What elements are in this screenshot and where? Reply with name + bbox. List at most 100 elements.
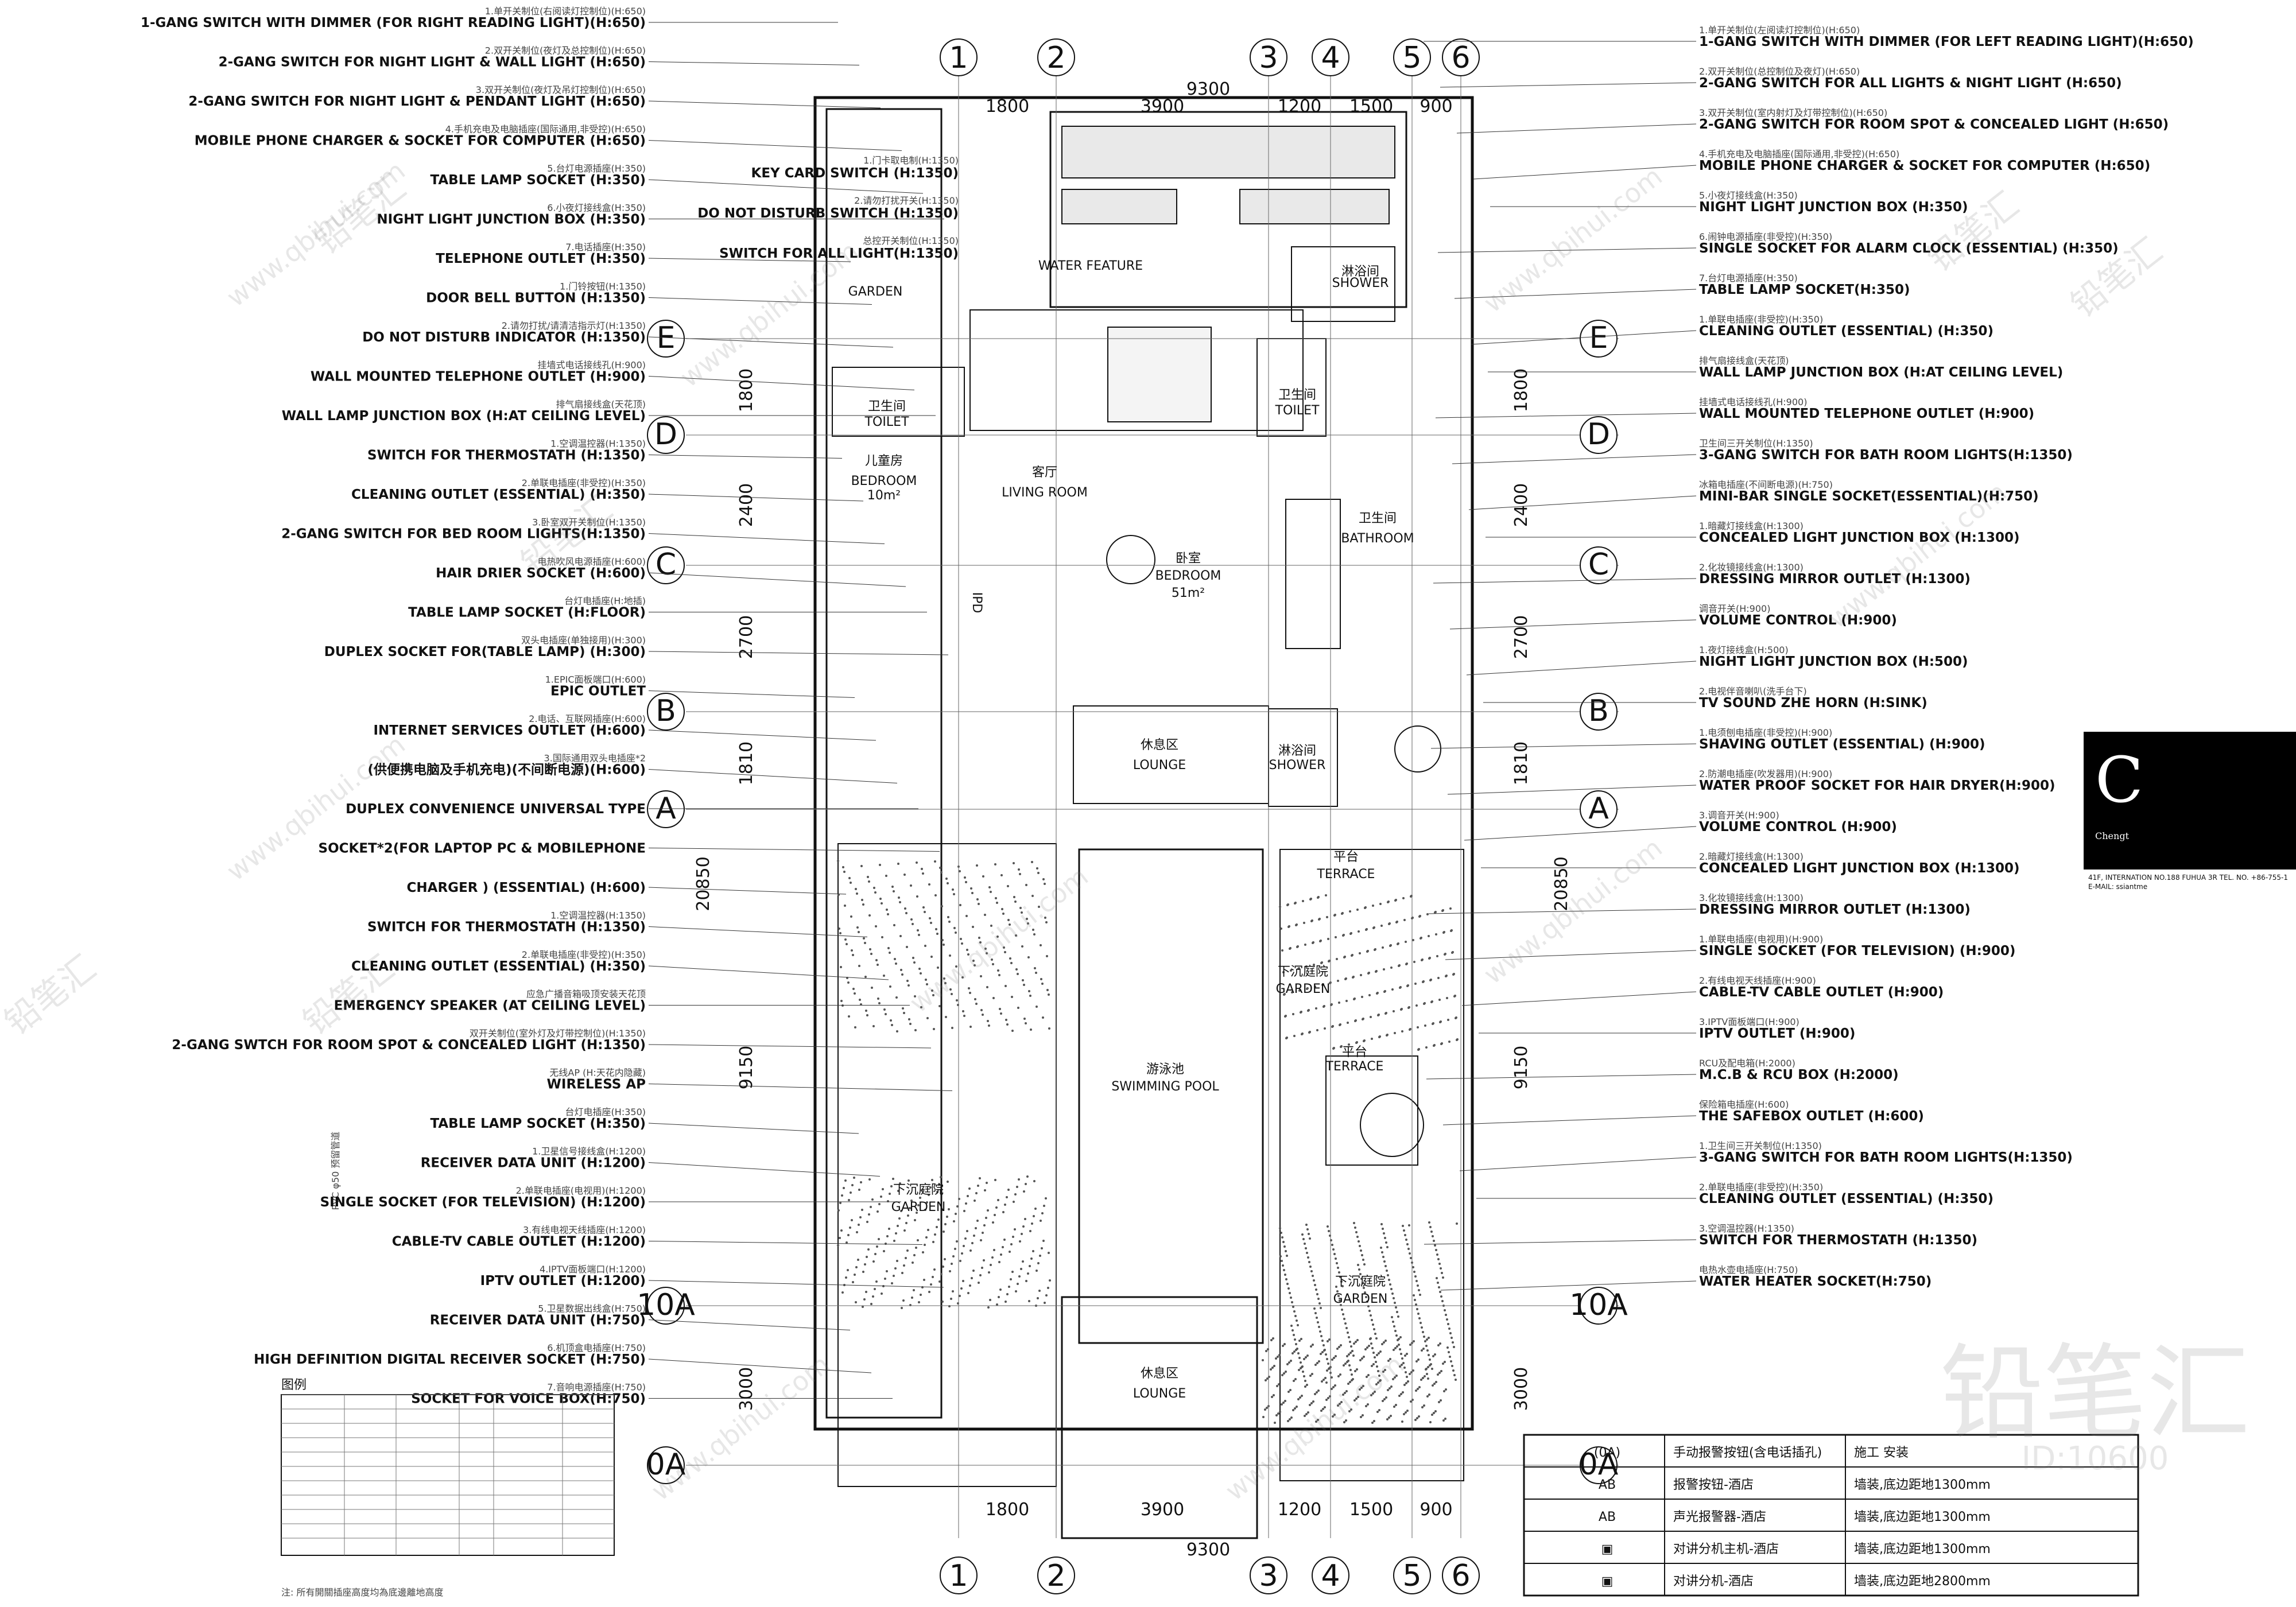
left-label-en: WIRELESS AP (547, 1077, 646, 1092)
garden-dot (1396, 1311, 1398, 1313)
garden-dot (1403, 1413, 1405, 1415)
garden-dot (840, 1000, 843, 1002)
grid-bubble (1250, 38, 1287, 76)
garden-dot (1383, 1232, 1385, 1235)
garden-dot (1405, 1411, 1407, 1414)
room-terrace: TERRACE (1317, 867, 1375, 882)
garden-dot (920, 1006, 922, 1008)
garden-dot (1452, 1369, 1455, 1372)
garden-dot (1350, 1408, 1352, 1411)
garden-dot (1359, 1273, 1362, 1275)
logo-letter: C (2095, 743, 2144, 817)
garden-dot (920, 972, 922, 975)
garden-dot (1420, 937, 1422, 939)
garden-dot (1394, 1347, 1397, 1349)
garden-dot (963, 1245, 965, 1247)
table-desc: 对讲分机-酒店 (1673, 1574, 1754, 1589)
garden-dot (844, 905, 846, 907)
garden-dot (996, 1303, 998, 1306)
garden-dot (1038, 906, 1040, 908)
garden-dot (964, 1237, 967, 1240)
garden-dot (1318, 918, 1321, 920)
garden-dot (1393, 1406, 1395, 1408)
toilet-left (832, 367, 965, 437)
garden-dot (980, 1009, 983, 1011)
room-water-feature: WATER FEATURE (1038, 259, 1143, 273)
right-label-zh: 1.单开关制位(左阅读灯控制位)(H:650) (1699, 25, 1860, 36)
right-label-zh: 1.单联电插座(非受控)(H:350) (1699, 314, 1823, 325)
garden-dot (905, 1222, 907, 1224)
garden-dot (1368, 1345, 1370, 1347)
garden-dot (1381, 1251, 1383, 1253)
left-label-en: TELEPHONE OUTLET (H:350) (436, 251, 646, 266)
garden-dot (962, 1010, 964, 1012)
garden-dot (1394, 1376, 1396, 1379)
garden-dot (1311, 1373, 1313, 1375)
right-label-en: 3-GANG SWITCH FOR BATH ROOM LIGHTS(H:135… (1699, 448, 2073, 463)
garden-dot (889, 952, 891, 954)
garden-dot (1341, 1309, 1343, 1311)
garden-dot (959, 1260, 961, 1262)
room-bedroom-area: 51m² (1172, 586, 1205, 600)
garden-dot (1322, 1379, 1325, 1381)
garden-dot (920, 1294, 922, 1296)
garden-dot (1438, 999, 1441, 1001)
watermark-id: ID:10600 (2022, 1440, 2169, 1477)
garden-dot (1315, 1420, 1317, 1423)
room-sunken-garden: GARDEN (1276, 982, 1331, 996)
garden-dot (1408, 1224, 1410, 1226)
room-sunken-right-zh: 下沉庭院 (1335, 1275, 1386, 1289)
garden-dot (979, 1274, 982, 1276)
leader-line (648, 100, 881, 108)
garden-dot (893, 924, 895, 926)
garden-dot (865, 1010, 867, 1012)
right-label-zh: 4.手机充电及电脑插座(国际通用,非受控)(H:650) (1699, 149, 1899, 160)
right-label-zh: 1.暗藏灯接线盒(H:1300) (1699, 521, 1804, 531)
garden-dot (1287, 1287, 1290, 1290)
garden-dot (870, 953, 872, 955)
leader-line (1473, 165, 1697, 180)
garden-dot (1001, 908, 1003, 910)
garden-dot (1048, 993, 1050, 996)
garden-dot (1372, 1363, 1375, 1365)
garden-dot (990, 925, 992, 927)
garden-dot (1004, 985, 1007, 987)
garden-dot (1283, 1269, 1285, 1271)
left-label-zh: 3.国际通用双头电插座*2 (544, 753, 646, 764)
garden-dot (1359, 1359, 1362, 1361)
garden-dot (987, 1209, 989, 1212)
garden-dot (1011, 1271, 1014, 1273)
garden-dot (841, 1291, 844, 1294)
garden-dot (1025, 1280, 1027, 1282)
garden-dot (941, 939, 944, 941)
table-spec: 墙装,底边距地1300mm (1854, 1542, 1991, 1556)
garden-dot (1378, 1014, 1380, 1016)
garden-dot (1433, 1383, 1436, 1385)
garden-dot (1413, 961, 1415, 963)
leader-line (648, 1358, 872, 1373)
watermark-brand-small: 铅笔汇 (1920, 184, 2026, 280)
garden-dot (1409, 1373, 1411, 1375)
right-label-zh: 3.IPTV面板端口(H:900) (1699, 1016, 1799, 1027)
right-label-en: 2-GANG SWITCH FOR ALL LIGHTS & NIGHT LIG… (1699, 76, 2122, 91)
garden-dot (1362, 1018, 1364, 1020)
garden-dot (1395, 1404, 1397, 1406)
garden-dot (1305, 965, 1308, 968)
garden-dot (999, 1008, 1001, 1010)
garden-dot (1281, 949, 1283, 952)
entry-label-zh: 2.请勿打扰开关(H:1350) (854, 195, 959, 206)
garden-dot (1417, 1284, 1419, 1287)
garden-dot (962, 1280, 964, 1282)
garden-dot (1014, 900, 1017, 903)
garden-dot (1298, 1340, 1301, 1342)
garden-dot (1305, 1356, 1307, 1358)
grid-col-label: 3 (1259, 1559, 1278, 1593)
garden-dot (886, 1270, 888, 1272)
dim-top-seg: 3900 (1141, 96, 1184, 117)
garden-dot (1437, 1282, 1439, 1284)
garden-dot (1303, 1358, 1305, 1360)
table-desc: 声光报警器-酒店 (1673, 1510, 1766, 1524)
garden-dot (1452, 951, 1454, 953)
garden-dot (924, 1244, 926, 1246)
